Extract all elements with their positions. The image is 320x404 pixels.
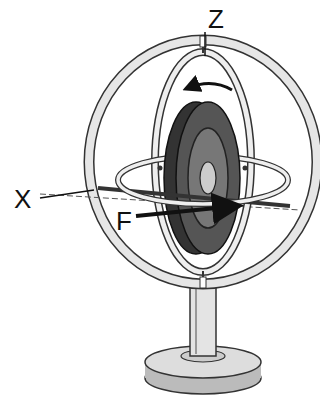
leader-line — [40, 190, 94, 198]
rotation-arrow — [188, 83, 232, 90]
stand — [145, 284, 261, 394]
force-arrow — [136, 206, 236, 216]
outer-gimbal — [89, 36, 317, 288]
axis-label: X — [14, 186, 31, 212]
force-label: F — [116, 208, 132, 234]
inner-gimbal — [155, 47, 251, 277]
leader-line — [204, 32, 206, 56]
rotor-disc — [164, 102, 240, 254]
axis-label: Z — [208, 6, 224, 32]
